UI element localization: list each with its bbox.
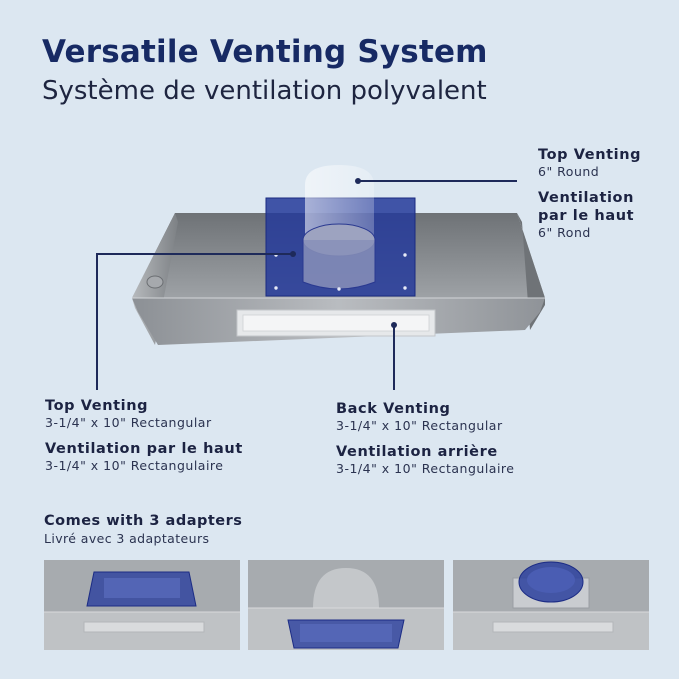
callout-size-fr: 3-1/4" x 10" Rectangulaire <box>336 461 515 476</box>
callout-size-en: 3-1/4" x 10" Rectangular <box>336 418 503 433</box>
adapter-thumbnail-back-rectangular <box>248 560 444 650</box>
callout-top-rectangular: Top Venting 3-1/4" x 10" Rectangular Ven… <box>45 397 243 474</box>
callout-heading-en: Back Venting <box>336 401 451 417</box>
callout-heading-fr: Ventilation arrière <box>336 444 498 460</box>
adapter-thumbnail-top-round <box>453 560 649 650</box>
adapters-subheading: Livré avec 3 adaptateurs <box>44 531 210 546</box>
callout-back-rectangular: Back Venting 3-1/4" x 10" Rectangular Ve… <box>336 400 515 477</box>
adapters-heading: Comes with 3 adapters <box>44 513 243 529</box>
callout-size-fr: 3-1/4" x 10" Rectangulaire <box>45 458 224 473</box>
page-title: Versatile Venting System <box>42 34 488 70</box>
callout-top-round: Top Venting 6" Round Ventilation par le … <box>538 146 648 241</box>
callout-heading-fr: Ventilation par le haut <box>538 190 635 224</box>
callout-size-en: 3-1/4" x 10" Rectangular <box>45 415 212 430</box>
callout-heading-en: Top Venting <box>538 147 642 163</box>
adapter-thumbnail-top-rectangular <box>44 560 240 650</box>
callout-heading-fr: Ventilation par le haut <box>45 441 243 457</box>
callout-heading-en: Top Venting <box>45 398 149 414</box>
callout-size-en: 6" Round <box>538 164 600 179</box>
callout-size-fr: 6" Rond <box>538 225 591 240</box>
page-subtitle: Système de ventilation polyvalent <box>42 76 487 106</box>
